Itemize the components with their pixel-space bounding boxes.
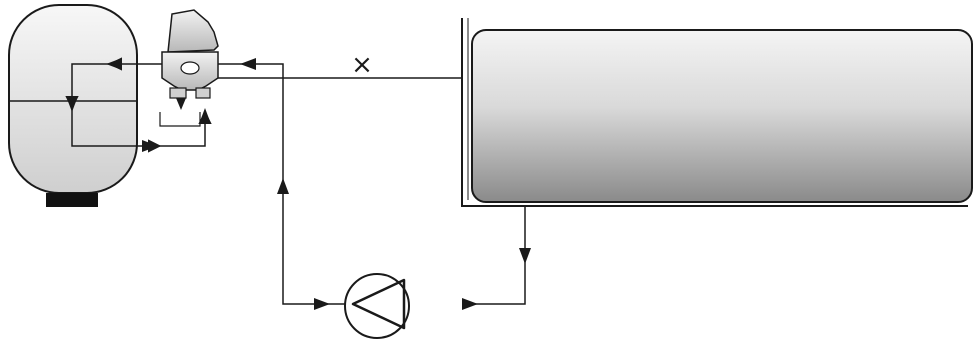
tank-bracket [461,18,968,207]
valve-outlet-right [195,87,211,99]
arrow-up-riser [277,178,289,194]
arrow-up-valve [199,108,211,124]
control-valve [159,9,219,127]
drain-bracket [159,112,201,127]
closed-marker-label: × [351,50,373,80]
valve-head [167,9,219,53]
valve-outlet-left [169,87,187,99]
arrow-left-top [240,58,256,70]
tank-body [471,29,973,203]
arrow-left-pump [314,298,330,310]
horizontal-tank [461,18,973,207]
arrow-left-bottom [462,298,478,310]
return-line [475,206,526,305]
arrow-right-vessel [142,140,158,152]
flow-arrows [66,58,531,310]
valve-drain-arrow [176,98,186,110]
pump-triangle [351,278,406,330]
arrow-down-tank [519,248,531,264]
arrow-down-vessel [66,96,78,112]
pump [344,273,410,339]
arrow-left-vessel [106,58,122,70]
pressure-vessel-base [46,193,98,207]
valve-port [180,61,200,75]
